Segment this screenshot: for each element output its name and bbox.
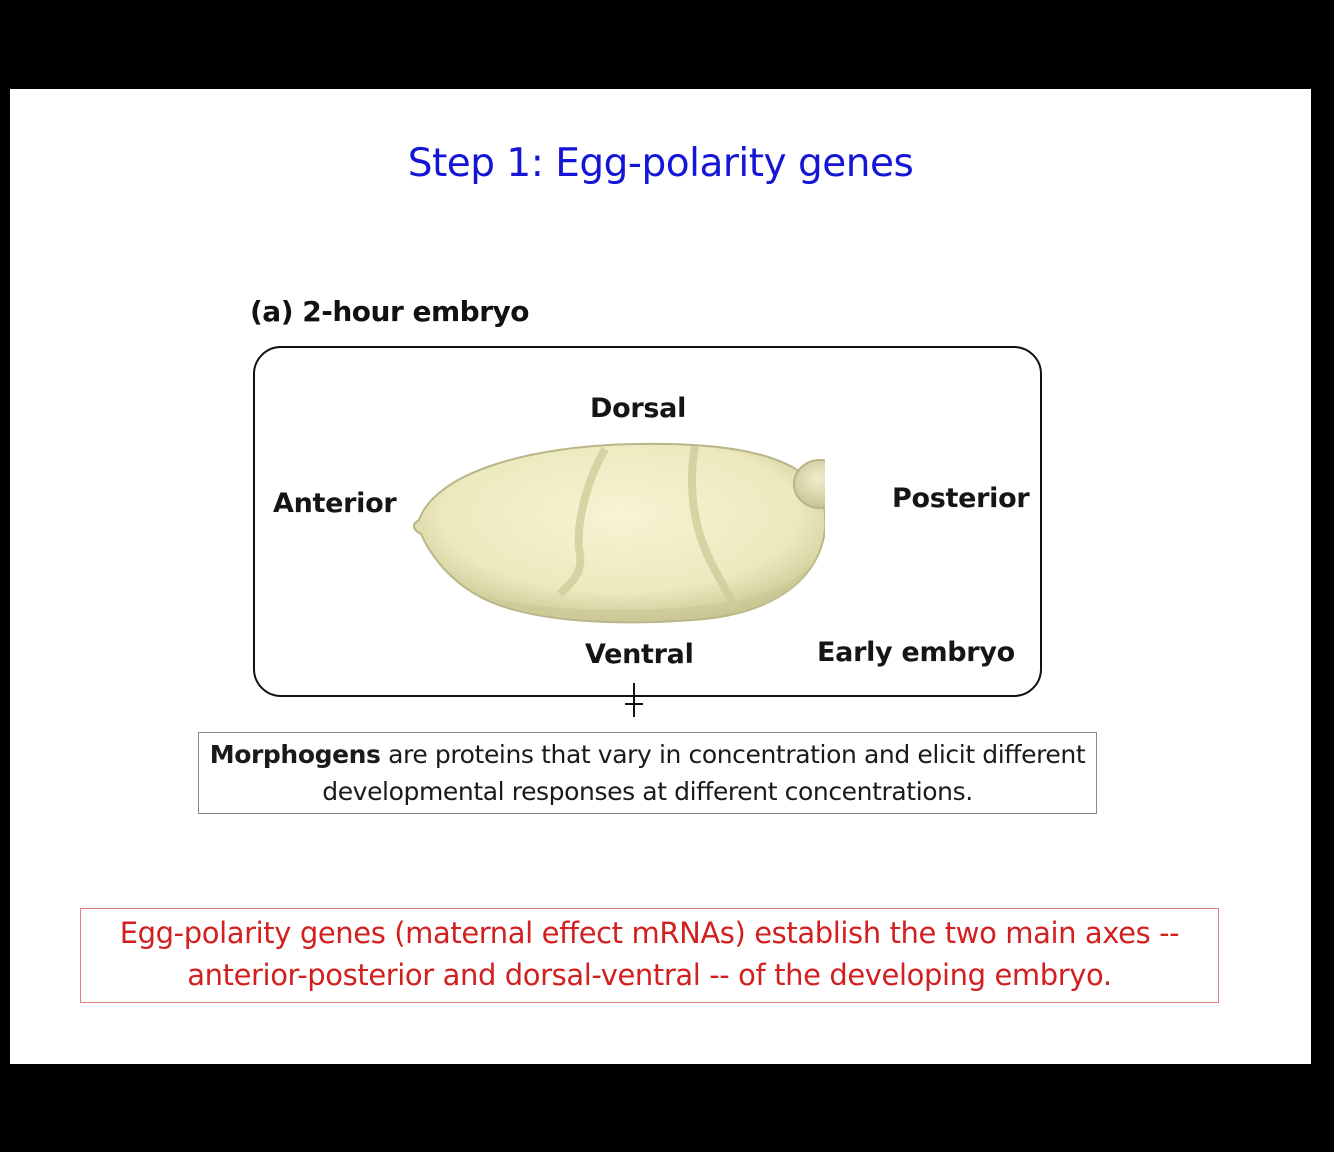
slide-title: Step 1: Egg-polarity genes <box>10 141 1311 186</box>
ventral-tick <box>633 683 635 717</box>
panel-label: (a) 2-hour embryo <box>250 295 529 328</box>
summary-line1: Egg-polarity genes (maternal effect mRNA… <box>120 916 1180 950</box>
early-embryo-label: Early embryo <box>817 637 1015 668</box>
morphogen-line2: developmental responses at different con… <box>322 777 973 806</box>
dorsal-label: Dorsal <box>590 393 686 424</box>
morphogen-line1: are proteins that vary in concentration … <box>381 740 1086 769</box>
slide: Step 1: Egg-polarity genes (a) 2-hour em… <box>10 89 1311 1064</box>
ventral-tick-cross <box>625 703 643 705</box>
posterior-label: Posterior <box>892 483 1029 514</box>
embryo-illustration <box>405 434 825 644</box>
anterior-label: Anterior <box>273 488 396 519</box>
summary-box: Egg-polarity genes (maternal effect mRNA… <box>80 908 1219 1003</box>
morphogen-definition-box: Morphogens are proteins that vary in con… <box>198 732 1097 814</box>
morphogen-term: Morphogens <box>210 740 381 769</box>
summary-line2: anterior-posterior and dorsal-ventral --… <box>187 958 1111 992</box>
